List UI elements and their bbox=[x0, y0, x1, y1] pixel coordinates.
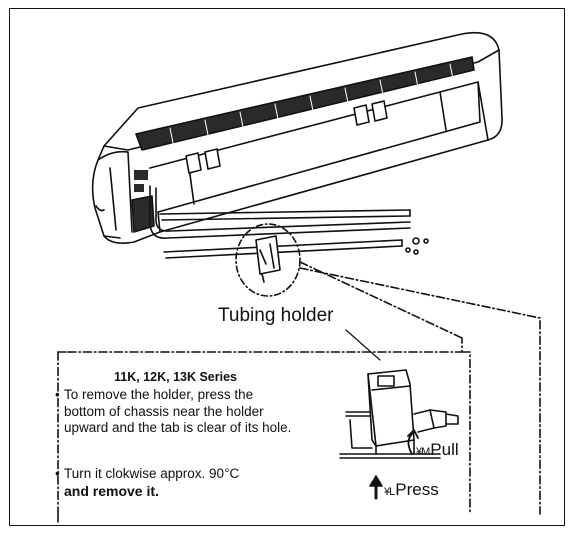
top-vent bbox=[135, 56, 475, 151]
instruction-text-2b: and remove it. bbox=[64, 482, 159, 499]
tubing bbox=[149, 185, 429, 259]
pull-text: Pull bbox=[430, 440, 459, 459]
press-text: Press bbox=[395, 480, 439, 499]
indoor-unit-chassis bbox=[91, 31, 503, 244]
label-leader bbox=[345, 329, 381, 361]
side-grille bbox=[131, 195, 155, 233]
clip-right bbox=[353, 104, 370, 126]
bullet-dot-icon: • bbox=[55, 466, 60, 481]
press-label: ¥LPress bbox=[384, 480, 439, 500]
tubing-holder-label: Tubing holder bbox=[218, 305, 334, 326]
press-prefix: ¥L bbox=[384, 486, 395, 498]
leader-line-2 bbox=[299, 267, 541, 515]
pull-arrow-icon bbox=[407, 431, 415, 455]
tubing-holder-detail bbox=[339, 369, 459, 459]
instruction-text-2a: Turn it clokwise approx. 90°C bbox=[64, 466, 240, 481]
series-title: 11K, 12K, 13K Series bbox=[114, 370, 237, 384]
tubing-holder-small bbox=[255, 235, 281, 283]
instruction-text-1: To remove the holder, press the bottom o… bbox=[64, 387, 292, 435]
instruction-bullet-1: • To remove the holder, press the bottom… bbox=[55, 387, 294, 437]
leader-line-1 bbox=[299, 261, 463, 339]
pull-label: ¥MPull bbox=[416, 440, 459, 460]
detail-circle bbox=[235, 223, 301, 297]
press-arrow-icon bbox=[369, 475, 383, 487]
bullet-dot-icon: • bbox=[55, 387, 60, 402]
clip-left bbox=[185, 152, 202, 174]
instruction-bullet-2: • Turn it clokwise approx. 90°C and remo… bbox=[55, 466, 324, 500]
detail-box bbox=[57, 337, 471, 515]
pull-prefix: ¥M bbox=[416, 446, 430, 458]
